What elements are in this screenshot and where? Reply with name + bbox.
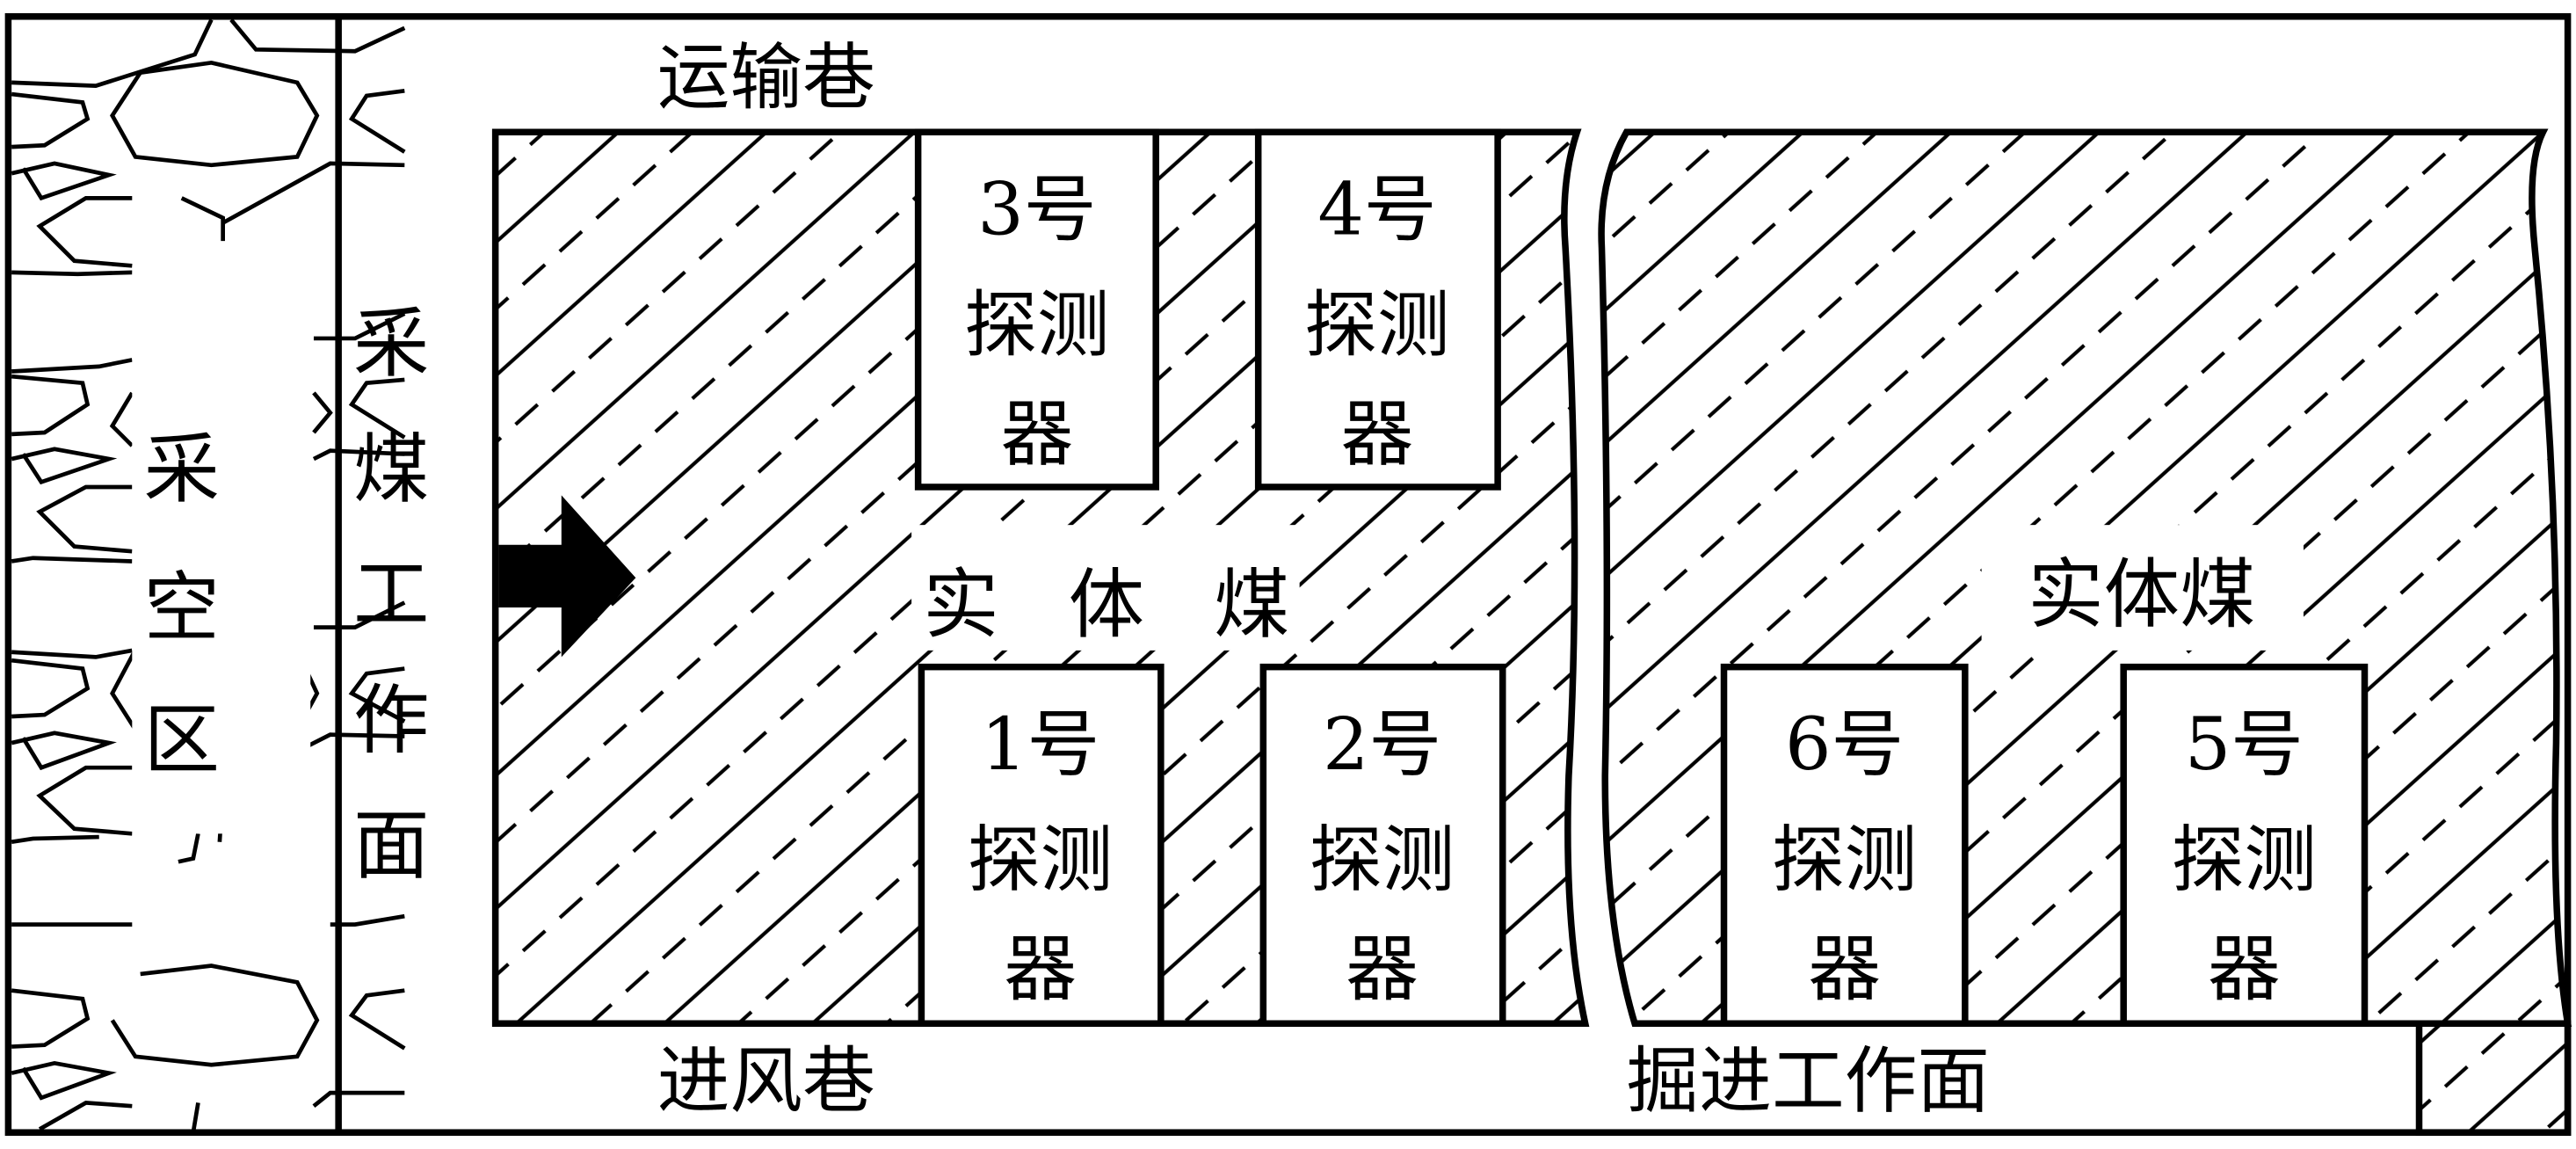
detector-3: 3号 探测 器 — [914, 128, 1159, 491]
detector-number: 3号 — [977, 168, 1096, 252]
solid-coal-label-left: 实 体 煤 — [923, 561, 1289, 649]
svg-text:作: 作 — [353, 677, 429, 765]
transport-roadway-label: 运输巷 — [657, 35, 875, 120]
detector-label: 探测 — [1310, 818, 1455, 903]
goaf-rock-pattern — [11, 18, 406, 1133]
detector-label: 器 — [1346, 927, 1419, 1011]
svg-text:工: 工 — [353, 551, 429, 639]
detector-label: 探测 — [968, 818, 1113, 903]
svg-text:空: 空 — [143, 564, 219, 652]
detector-1: 1号 探测 器 — [918, 663, 1165, 1028]
svg-text:实: 实 — [923, 561, 998, 649]
detector-label: 探测 — [1772, 818, 1917, 903]
detector-5: 5号 探测 器 — [2120, 663, 2369, 1028]
svg-text:采: 采 — [143, 425, 219, 513]
heading-face-label: 掘进工作面 — [1627, 1039, 1990, 1124]
advance-direction-arrow-icon — [498, 495, 636, 658]
svg-text:煤: 煤 — [1214, 561, 1289, 649]
detector-label: 器 — [1001, 392, 1074, 476]
detector-2: 2号 探测 器 — [1259, 663, 1506, 1028]
intake-roadway-label: 进风巷 — [657, 1039, 875, 1124]
svg-text:面: 面 — [353, 803, 429, 891]
detector-number: 5号 — [2185, 702, 2304, 787]
detector-label: 探测 — [1304, 283, 1449, 367]
svg-text:区: 区 — [143, 696, 219, 784]
svg-text:煤: 煤 — [353, 425, 429, 513]
detector-label: 器 — [1341, 392, 1414, 476]
detector-number: 6号 — [1785, 702, 1904, 787]
detector-4: 4号 探测 器 — [1254, 128, 1501, 491]
mining-face-label: 采 煤 工 作 面 — [353, 301, 429, 891]
detector-number: 4号 — [1317, 168, 1436, 252]
svg-text:体: 体 — [1069, 561, 1144, 649]
heading-face-end-block — [2415, 1020, 2572, 1136]
detector-label: 探测 — [964, 283, 1109, 367]
detector-number: 2号 — [1323, 702, 1441, 787]
detector-6: 6号 探测 器 — [1720, 663, 1969, 1028]
detector-label: 器 — [1004, 927, 1077, 1011]
detector-label: 探测 — [2172, 818, 2317, 903]
solid-coal-label-right: 实体煤 — [2028, 551, 2255, 639]
svg-text:采: 采 — [353, 301, 429, 389]
goaf-label: 采 空 区 — [143, 425, 219, 784]
detector-label: 器 — [1808, 927, 1881, 1011]
detector-label: 器 — [2208, 927, 2281, 1011]
detector-number: 1号 — [981, 702, 1099, 787]
